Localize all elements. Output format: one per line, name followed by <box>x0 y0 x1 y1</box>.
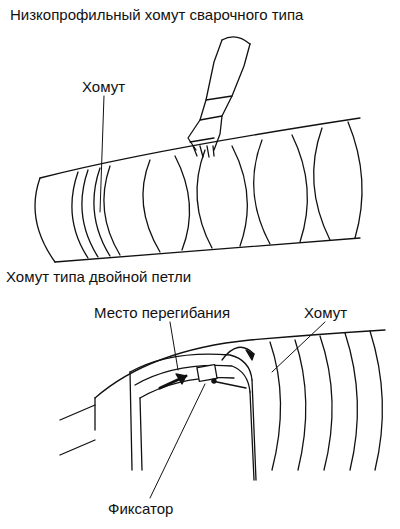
part-name: Место перегибания <box>92 304 232 321</box>
section-heading: Хомут типа двойной петли <box>4 268 193 285</box>
part-name: Фиксатор <box>106 500 175 517</box>
part-name: Хомут <box>80 78 127 95</box>
boot-double-loop-clamp <box>60 322 385 498</box>
part-name: Хомут <box>302 304 349 321</box>
section-heading: Низкопрофильный хомут сварочного типа <box>8 6 305 23</box>
boot-welded-clamp <box>35 37 362 262</box>
